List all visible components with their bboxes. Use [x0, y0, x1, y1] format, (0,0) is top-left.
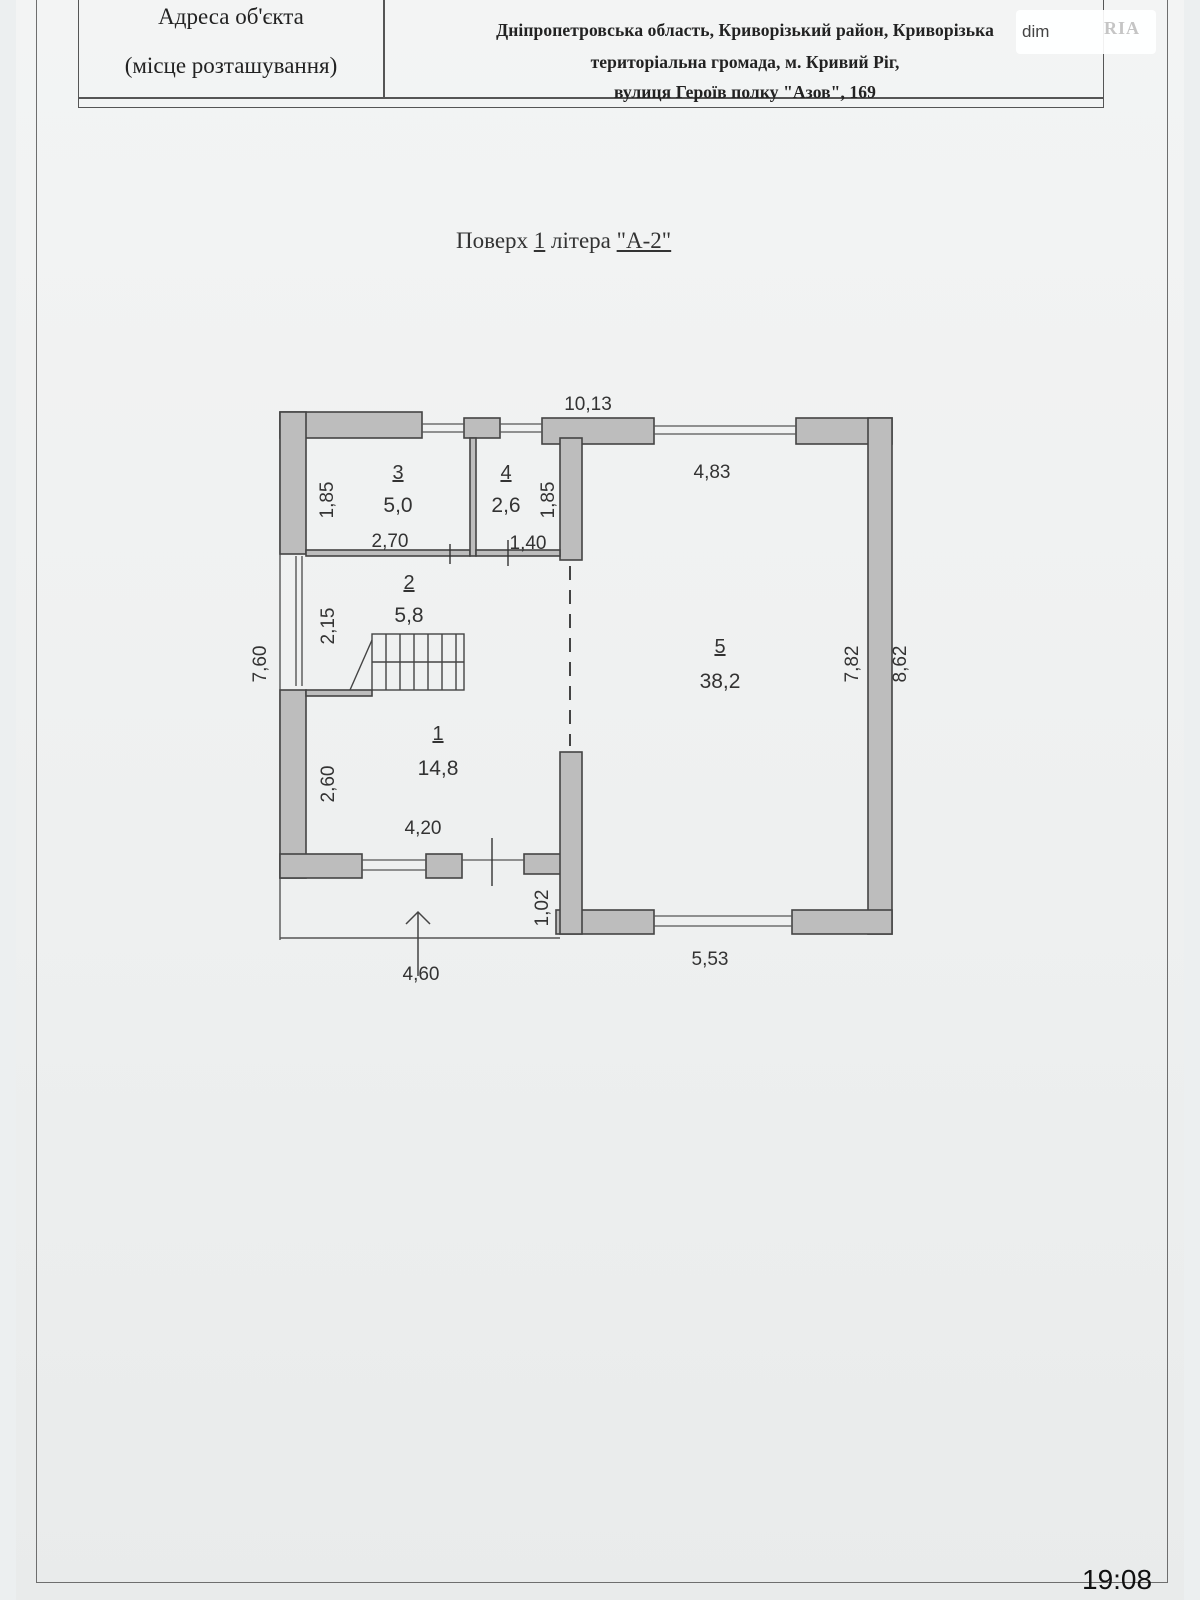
wall-inner-upper [559, 437, 583, 561]
windows [362, 423, 796, 927]
address-table-divider [383, 0, 385, 97]
room-1-number: 1 [432, 723, 443, 745]
dim-right-total: 8,62 [890, 646, 911, 683]
wall-bottom-left-2 [425, 853, 463, 879]
floor-prefix: Поверх [456, 228, 529, 253]
wall-right [867, 417, 893, 935]
dim-room3-width: 2,70 [372, 531, 409, 552]
address-table-hline [79, 97, 1103, 99]
document-sheet [16, 0, 1184, 1600]
room-4-area: 2,6 [491, 494, 520, 517]
dim-room4-height: 1,85 [538, 482, 559, 519]
dim-bottom-left: 4,60 [403, 964, 440, 985]
room-5-area: 38,2 [700, 670, 741, 693]
dim-room1-width: 4,20 [405, 818, 442, 839]
room-3-area: 5,0 [383, 494, 412, 517]
door-ticks [449, 540, 509, 886]
entry-arrow-icon [405, 910, 431, 976]
wall-bottom-2 [791, 909, 893, 935]
dim-room3-height: 1,85 [317, 482, 338, 519]
room-3-number: 3 [392, 462, 403, 484]
room-4-number: 4 [500, 462, 511, 484]
floor-letter: "А-2" [616, 228, 672, 253]
address-line2: територіальна громада, м. Кривий Ріг, [590, 52, 900, 72]
floor-title: Поверх 1 літера "А-2" [456, 228, 671, 254]
dim-room5-height: 7,82 [842, 646, 863, 683]
floor-number: 1 [533, 228, 546, 253]
floor-mid: літера [551, 228, 611, 253]
address-label-line2: (місце розташування) [124, 53, 338, 78]
status-bar-time: 19:08 [1082, 1564, 1153, 1595]
dim-room2-height: 2,15 [318, 608, 339, 645]
wall-left-lower [279, 689, 307, 879]
wall-inner-lower [559, 751, 583, 935]
address-line1: Дніпропетровська область, Криворізький р… [496, 20, 994, 40]
room-5-number: 5 [714, 636, 725, 658]
address-line3: вулиця Героїв полку "Азов", 169 [614, 82, 876, 102]
watermark-overlay [1016, 10, 1156, 54]
dim-left-total: 7,60 [250, 646, 271, 683]
dim-room4-width: 1,40 [510, 533, 547, 554]
dim-room1-height: 2,60 [318, 766, 339, 803]
walls [279, 411, 893, 935]
wall-left-lower-cap [305, 689, 373, 697]
dim-top-total: 10,13 [564, 394, 612, 415]
wall-bottom-left-1 [279, 853, 363, 879]
wall-left-upper [279, 411, 307, 555]
room-2-area: 5,8 [394, 604, 423, 627]
room-2-number: 2 [403, 572, 414, 594]
watermark-logo: RIA [1104, 18, 1141, 38]
address-table: Адреса об'єкта (місце розташування) Дніп… [78, 0, 1104, 108]
dim-room5-width: 4,83 [694, 462, 731, 483]
wall-top-2 [463, 417, 501, 439]
watermark-text: dim [1022, 22, 1050, 41]
stairs [349, 633, 465, 691]
dim-porch-depth: 1,02 [532, 890, 553, 927]
partition-room4-bottom [475, 549, 561, 557]
address-label-line1: Адреса об'єкта [158, 4, 304, 29]
room-1-area: 14,8 [418, 757, 459, 780]
dim-bottom-right: 5,53 [692, 949, 729, 970]
partition-room3-room4 [469, 437, 477, 557]
page-frame [36, 0, 1168, 1583]
wall-top-3 [541, 417, 655, 445]
